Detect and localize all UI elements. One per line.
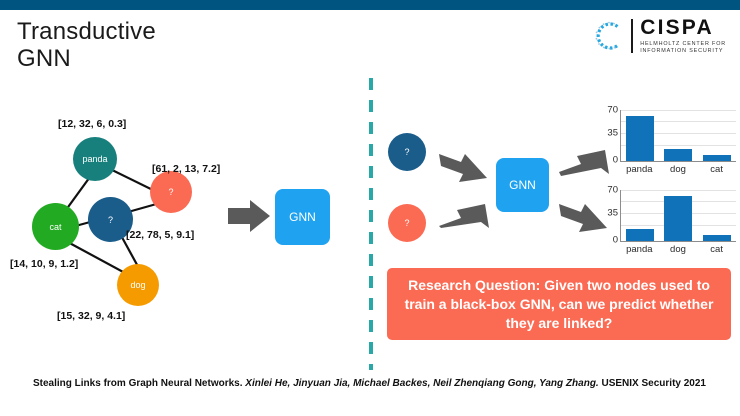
posterior-chart-top-bars [621,110,736,161]
posterior-chart-bottom: 70 35 0 panda dog cat [592,185,738,262]
posterior-chart-top-xticks: panda dog cat [620,164,736,175]
gnn-model-box-left[interactable]: GNN [275,189,330,245]
arrow-query-bottom-to-gnn-icon [439,204,489,228]
page-title: Transductive GNN [17,18,347,72]
posterior-chart-top: 70 35 0 panda dog cat [592,105,738,182]
query-node-top[interactable]: ? [388,133,426,171]
graph-node-panda-label: panda [82,154,108,164]
query-node-bottom-label: ? [404,218,410,228]
graph-node-dog[interactable]: dog [117,264,159,306]
posterior-chart-bottom-yaxis: 70 35 0 [592,185,618,246]
posterior-chart-bottom-xtick-cat: cat [710,244,723,255]
feature-label-cat: [14, 10, 9, 1.2] [10,258,79,270]
footer-citation: Stealing Links from Graph Neural Network… [33,376,723,391]
query-node-bottom[interactable]: ? [388,204,426,242]
graph-node-unknown-red-label: ? [168,187,174,197]
feature-label-unknown-red: [61, 2, 13, 7.2] [152,163,221,175]
posterior-chart-top-xtick-panda: panda [626,164,653,175]
feature-label-unknown-blue: [22, 78, 5, 9.1] [126,229,195,241]
gnn-model-box-right[interactable]: GNN [496,158,549,212]
posterior-chart-bottom-plot [620,190,736,242]
posterior-chart-bottom-ytick-70: 70 [607,184,618,196]
top-accent-bar [0,0,740,10]
footer-venue: USENIX Security 2021 [601,378,706,389]
logo-divider [631,19,634,53]
bar-panda [626,116,655,161]
bar-dog [664,149,693,161]
footer-authors: Xinlei He, Jinyuan Jia, Michael Backes, … [245,378,599,389]
bar-cat [702,155,731,161]
feature-label-panda: [12, 32, 6, 0.3] [58,118,127,130]
footer-paper-title: Stealing Links from Graph Neural Network… [33,378,243,389]
posterior-chart-bottom-xtick-panda: panda [626,244,653,255]
research-question-box: Research Question: Given two nodes used … [387,268,731,340]
posterior-chart-top-xtick-dog: dog [670,164,686,175]
posterior-chart-top-yaxis: 70 35 0 [592,105,618,166]
graph-node-cat[interactable]: cat [32,203,79,250]
graph-node-cat-label: cat [49,221,62,232]
gnn-model-box-right-label: GNN [509,178,536,192]
posterior-chart-top-plot [620,110,736,162]
graph-node-dog-label: dog [130,280,146,290]
cispa-logo: CISPA HELMHOLTZ CENTER FOR INFORMATION S… [590,16,726,56]
arrow-query-top-to-gnn-icon [439,154,487,182]
graph-node-unknown-red[interactable]: ? [150,171,192,213]
query-node-top-label: ? [404,147,410,157]
posterior-chart-bottom-xtick-dog: dog [670,244,686,255]
logo-subtitle: HELMHOLTZ CENTER FOR INFORMATION SECURIT… [640,41,726,55]
cispa-logo-mark-icon [590,17,628,55]
graph-node-unknown-blue[interactable]: ? [88,197,133,242]
research-question-text: Research Question: Given two nodes used … [404,276,714,331]
arrow-gnn-to-chart-bottom-icon [559,204,607,232]
arrow-graph-to-gnn-icon [228,200,270,232]
bar-dog [664,196,693,241]
graph-node-panda[interactable]: panda [73,137,117,181]
posterior-chart-bottom-ytick-35: 35 [607,207,618,219]
graph-node-unknown-blue-label: ? [107,214,113,225]
feature-label-dog: [15, 32, 9, 4.1] [57,310,126,322]
posterior-chart-top-xtick-cat: cat [710,164,723,175]
page-title-line1: Transductive [17,18,156,45]
posterior-chart-bottom-bars [621,190,736,241]
arrow-gnn-to-chart-top-icon [559,150,609,176]
page-title-line2: GNN [17,45,71,72]
logo-name: CISPA [640,16,714,39]
posterior-chart-top-ytick-35: 35 [607,127,618,139]
logo-subtitle-line2: INFORMATION SECURITY [640,48,724,54]
bar-panda [626,229,655,241]
posterior-chart-bottom-ytick-0: 0 [612,234,618,246]
bar-cat [702,235,731,241]
gnn-model-box-left-label: GNN [289,210,316,224]
logo-wordmark: CISPA HELMHOLTZ CENTER FOR INFORMATION S… [640,17,726,55]
posterior-chart-top-ytick-70: 70 [607,104,618,116]
posterior-chart-top-ytick-0: 0 [612,154,618,166]
posterior-chart-bottom-xticks: panda dog cat [620,244,736,255]
logo-subtitle-line1: HELMHOLTZ CENTER FOR [640,41,726,47]
section-divider [369,78,373,370]
